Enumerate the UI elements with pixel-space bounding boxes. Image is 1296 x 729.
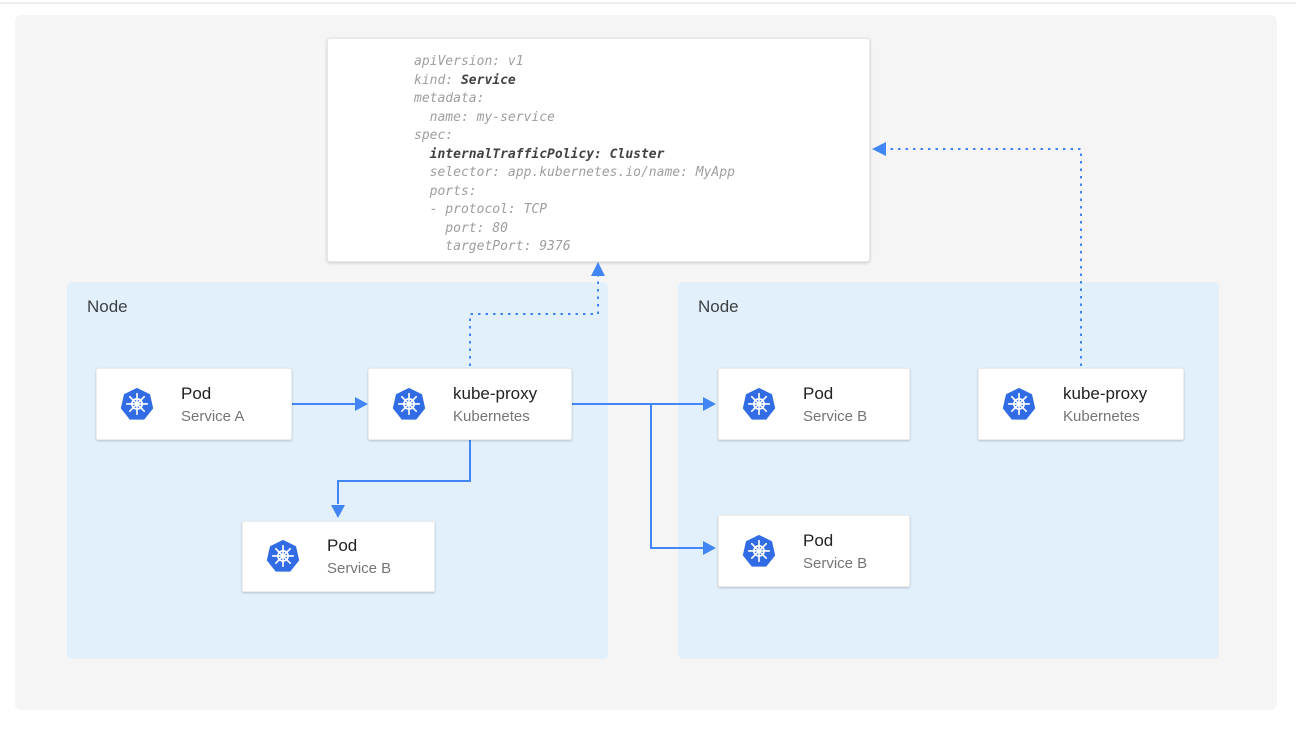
- kube-proxy-right-card: kube-proxy Kubernetes: [978, 368, 1184, 440]
- card-subtitle: Service B: [803, 407, 868, 425]
- yaml-line: kind: Service: [414, 72, 516, 88]
- node-box-right: Node: [678, 282, 1219, 659]
- card-subtitle: Service B: [327, 560, 392, 577]
- kubernetes-icon: [391, 387, 427, 422]
- yaml-line: targetPort: 9376: [414, 239, 571, 254]
- kubernetes-icon: [119, 387, 155, 422]
- service-yaml-panel: apiVersion: v1 kind: Service metadata: n…: [327, 38, 870, 262]
- pod-service-b-left-card: Pod Service B: [242, 521, 435, 592]
- kubernetes-icon: [1001, 387, 1037, 422]
- node-label: Node: [87, 297, 128, 316]
- pod-service-a-card: Pod Service A: [96, 368, 292, 440]
- card-title: Pod: [803, 530, 834, 550]
- card-title: kube-proxy: [453, 383, 538, 403]
- yaml-line: port: 80: [414, 220, 508, 236]
- card-subtitle: Kubernetes: [1063, 407, 1140, 425]
- yaml-line: metadata:: [414, 91, 485, 106]
- card-subtitle: Service B: [803, 554, 868, 572]
- card-subtitle: Service A: [181, 407, 245, 425]
- pod-service-b-right-top-card: Pod Service B: [718, 368, 910, 440]
- yaml-line: - protocol: TCP: [414, 202, 548, 217]
- yaml-line: selector: app.kubernetes.io/name: MyApp: [414, 165, 735, 180]
- card-subtitle: Kubernetes: [453, 407, 530, 425]
- card-title: kube-proxy: [1063, 383, 1148, 403]
- node-box-left: Node: [67, 282, 608, 659]
- kubernetes-icon: [741, 534, 777, 569]
- kube-proxy-left-card: kube-proxy Kubernetes: [368, 368, 572, 440]
- card-title: Pod: [327, 536, 358, 555]
- yaml-line: ports:: [414, 183, 477, 199]
- yaml-line: apiVersion: v1: [414, 54, 524, 69]
- card-title: Pod: [181, 383, 212, 403]
- card-title: Pod: [803, 383, 834, 403]
- node-label: Node: [698, 297, 739, 316]
- kubernetes-icon: [265, 539, 301, 574]
- yaml-line: spec:: [414, 128, 454, 143]
- top-divider: [0, 2, 1296, 4]
- yaml-line: name: my-service: [414, 109, 555, 125]
- pod-service-b-right-bottom-card: Pod Service B: [718, 515, 910, 587]
- yaml-line-internal-traffic-policy: internalTrafficPolicy: Cluster: [429, 146, 665, 162]
- kubernetes-icon: [741, 387, 777, 422]
